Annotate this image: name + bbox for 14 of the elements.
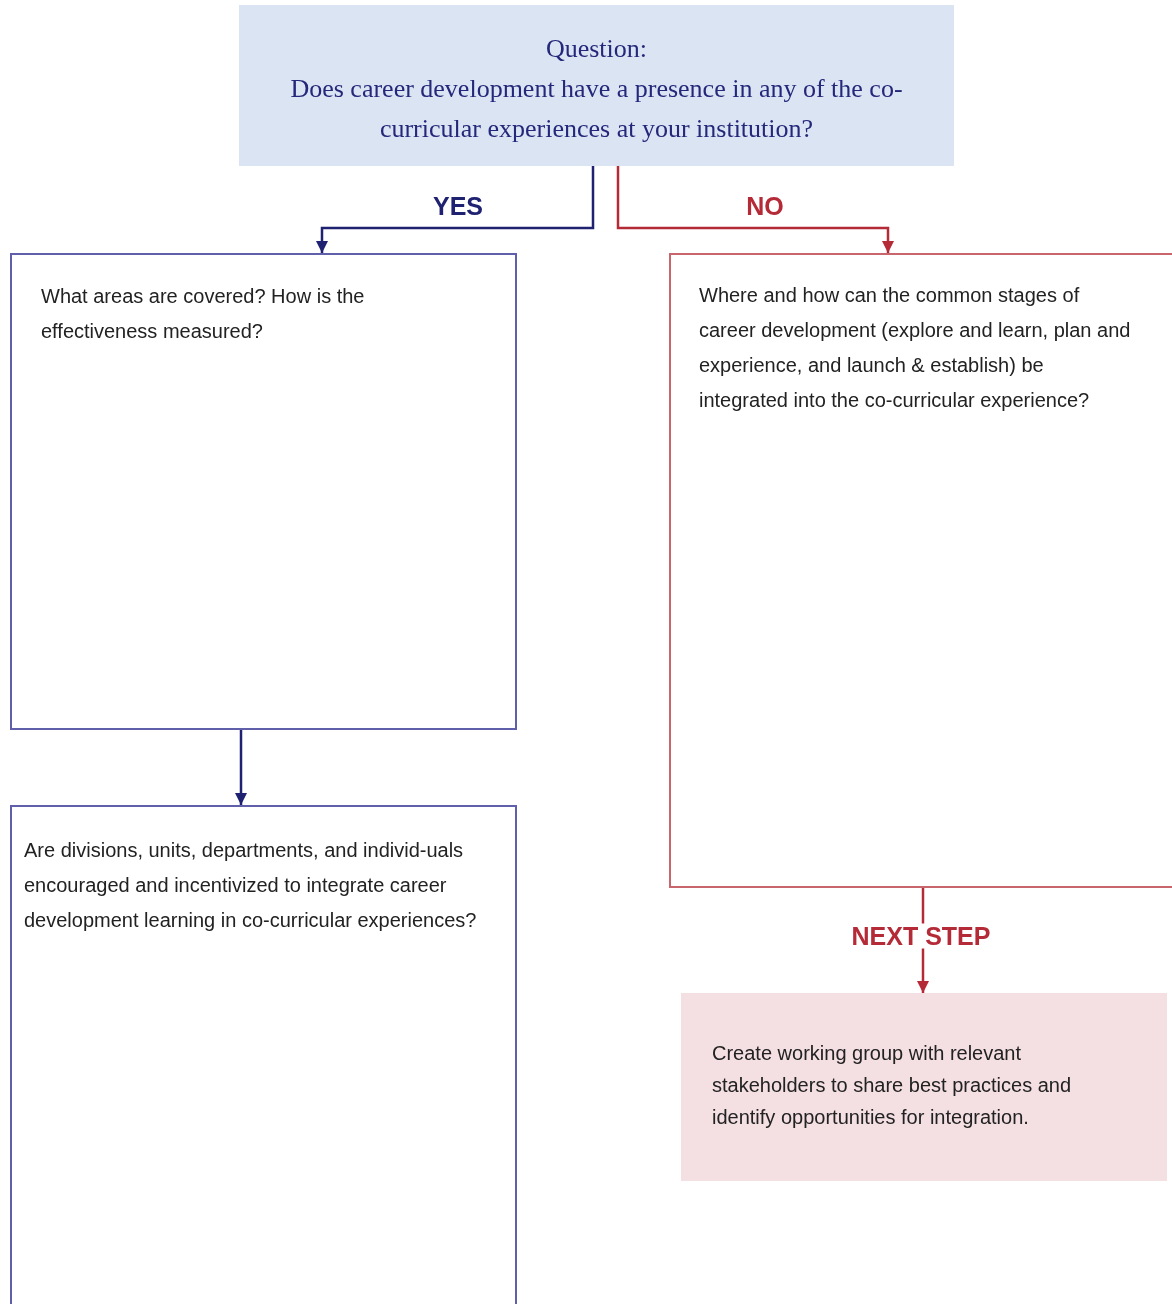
question-text: Does career development have a presence in any of the co-curricular experiences at your institution? (289, 73, 904, 145)
process-box (10, 253, 517, 730)
question-text: Are divisions, units, departments, and individ-uals encouraged and incentivized to integrate career development learning in co-curricular experiences? (24, 838, 478, 933)
arrow (234, 730, 248, 805)
question-box (239, 5, 954, 166)
question-text: Create working group with relevant stakeholders to share best practices and identify opportunities for integration. (712, 1041, 1073, 1130)
arrow (616, 166, 895, 253)
question-text: What areas are covered? How is the effectiveness measured? (41, 284, 366, 344)
action-box (681, 993, 1167, 1181)
question-text: Where and how can the common stages of career development (explore and learn, plan and experience, and launch & establish) be integrated into the co-curricular experience? (699, 283, 1132, 413)
process-box (669, 253, 1172, 888)
arrow (315, 166, 595, 253)
question-heading: Question: (544, 33, 649, 65)
process-box (10, 805, 517, 1304)
